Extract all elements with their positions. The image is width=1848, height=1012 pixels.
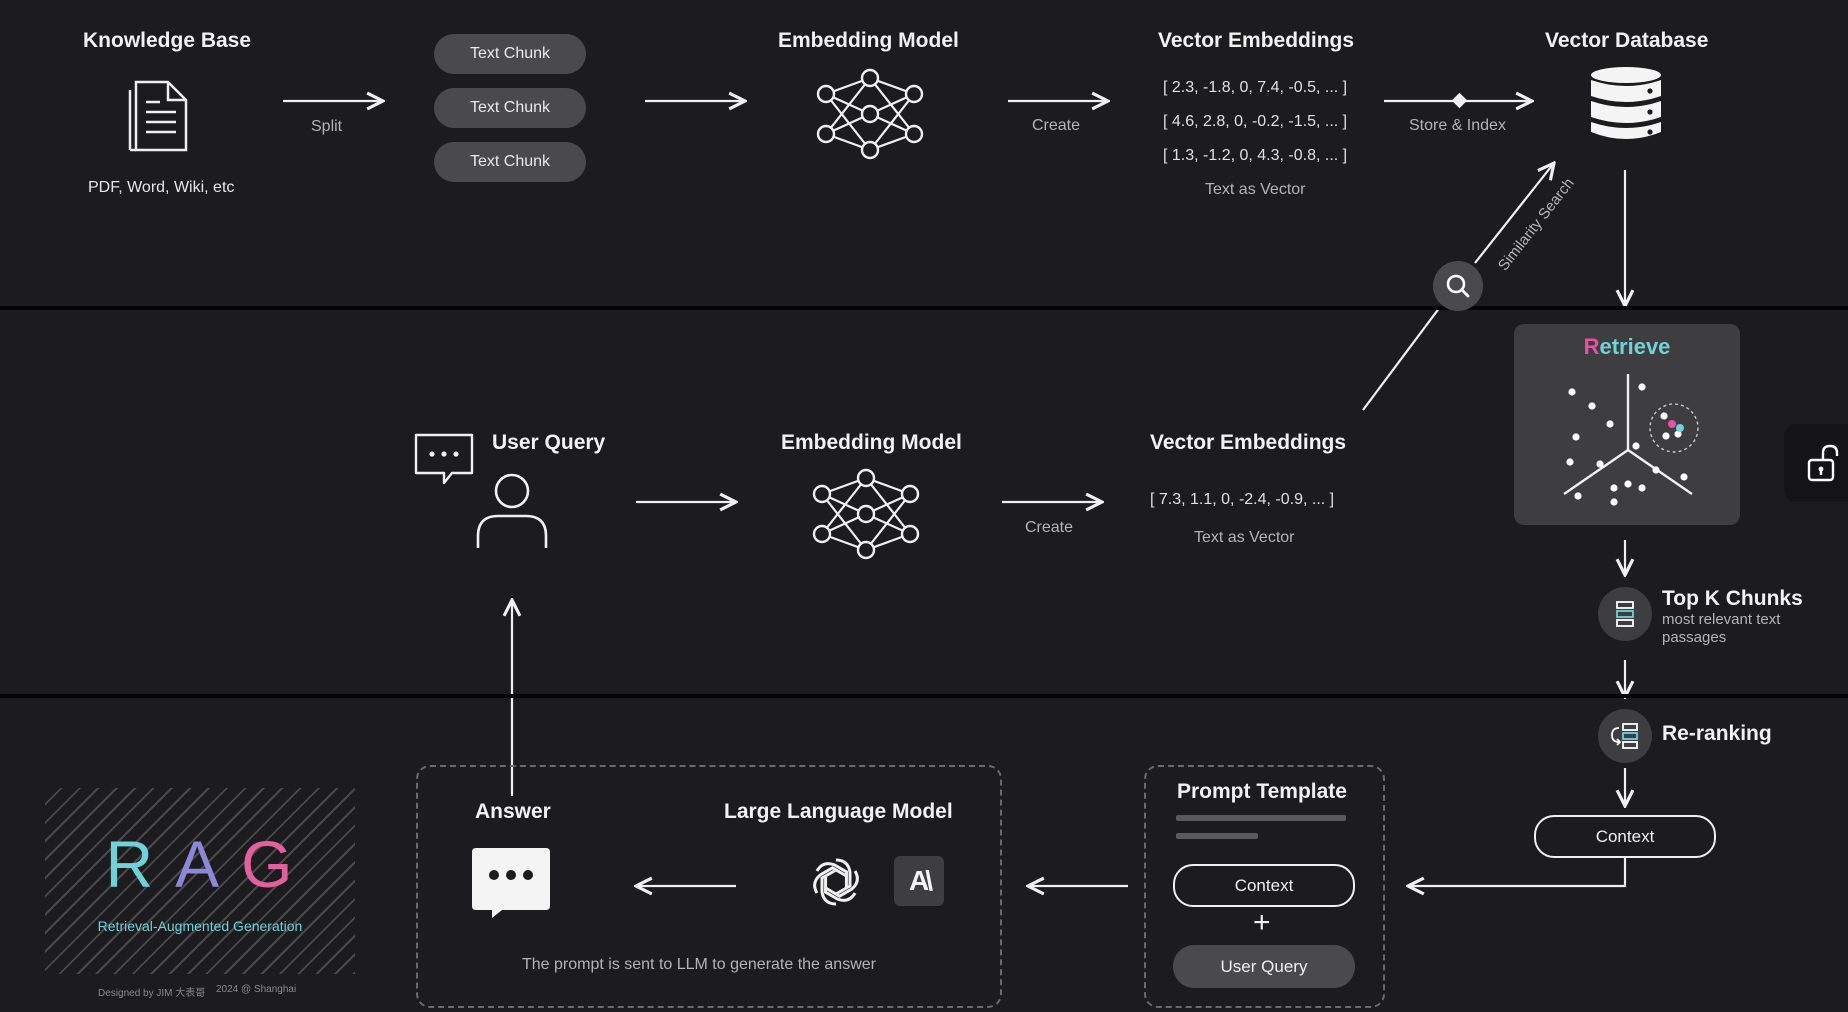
network-node: [900, 484, 920, 504]
network-node: [904, 124, 924, 144]
unlock-icon: [1807, 444, 1839, 482]
network-node: [856, 504, 876, 524]
neural-network-icon: [816, 68, 924, 169]
text-chunk-pill: Text Chunk: [434, 88, 586, 128]
split-label: Split: [311, 118, 343, 135]
vector-database-title: Vector Database: [1545, 29, 1709, 52]
rag-year: 2024 @ Shanghai: [216, 984, 297, 995]
plus-sign: +: [1253, 906, 1271, 939]
template-line: [1176, 833, 1258, 839]
reranking-title: Re-ranking: [1662, 722, 1772, 745]
prompt-user-query-pill: User Query: [1173, 945, 1355, 988]
network-node: [860, 140, 880, 160]
vector-space-plot: [1563, 374, 1699, 506]
prompt-template-box: [1144, 765, 1385, 1008]
network-node: [812, 524, 832, 544]
stack-icon: [1616, 601, 1634, 627]
text-chunk-pill: Text Chunk: [434, 142, 586, 182]
network-node: [816, 124, 836, 144]
openai-icon: [808, 854, 864, 915]
section-divider-top: [0, 306, 1848, 310]
embedding-model-title-top: Embedding Model: [778, 29, 959, 52]
network-node: [904, 84, 924, 104]
reranking-badge: [1598, 709, 1652, 763]
text-as-vector-caption-mid: Text as Vector: [1194, 529, 1295, 546]
retrieve-title: Retrieve: [1583, 334, 1671, 359]
text-as-vector-caption-top: Text as Vector: [1205, 181, 1306, 198]
rag-letters: RAG: [105, 827, 315, 901]
knowledge-base-title: Knowledge Base: [83, 29, 252, 52]
context-pill: Context: [1534, 815, 1716, 858]
rag-logo: RAG Retrieval-Augmented Generation: [45, 788, 355, 974]
similarity-arrow: [1474, 163, 1554, 264]
chat-bubble-icon: [414, 433, 476, 492]
answer-title: Answer: [475, 800, 551, 823]
network-node: [856, 468, 876, 488]
llm-caption: The prompt is sent to LLM to generate th…: [522, 956, 876, 973]
neural-network-icon: [812, 468, 920, 569]
store-index-label: Store & Index: [1409, 117, 1506, 134]
rag-subtitle: Retrieval-Augmented Generation: [97, 918, 303, 934]
anthropic-icon: A\: [894, 856, 944, 906]
vector-row: [ 1.3, -1.2, 0, 4.3, -0.8, ... ]: [1163, 147, 1348, 164]
network-node: [900, 524, 920, 544]
retrieve-card: Retrieve: [1514, 324, 1740, 525]
side-lock-tab[interactable]: [1784, 424, 1848, 502]
prompt-context-pill: Context: [1173, 864, 1355, 907]
template-line: [1176, 815, 1346, 821]
user-query-title: User Query: [492, 431, 606, 454]
database-icon: [1589, 66, 1663, 147]
create-label-top: Create: [1032, 117, 1081, 134]
network-node: [816, 84, 836, 104]
network-node: [860, 104, 880, 124]
network-node: [860, 68, 880, 88]
create-label-mid: Create: [1025, 519, 1074, 536]
vector-embeddings-title-top: Vector Embeddings: [1158, 29, 1355, 52]
llm-title: Large Language Model: [724, 800, 953, 823]
top-k-title: Top K Chunks: [1662, 587, 1803, 610]
store-diamond: [1451, 92, 1468, 109]
similarity-search-button: [1433, 261, 1483, 311]
section-divider-bottom: [0, 694, 1848, 698]
top-k-chunks-badge: [1598, 587, 1652, 641]
knowledge-base-caption: PDF, Word, Wiki, etc: [88, 179, 235, 196]
embedding-model-title-mid: Embedding Model: [781, 431, 962, 454]
llm-group-box: [416, 765, 1002, 1008]
rag-credit: Designed by JIM 大表哥: [98, 988, 206, 999]
document-icon: [126, 72, 198, 159]
vector-row: [ 7.3, 1.1, 0, -2.4, -0.9, ... ]: [1150, 491, 1335, 508]
user-icon: [474, 472, 550, 555]
top-k-line2: passages: [1662, 629, 1727, 646]
vector-row: [ 2.3, -1.8, 0, 7.4, -0.5, ... ]: [1163, 79, 1348, 96]
prompt-template-title: Prompt Template: [1177, 780, 1347, 803]
network-node: [812, 484, 832, 504]
search-icon: [1446, 274, 1470, 298]
context-to-prompt-arrow: [1408, 858, 1627, 886]
answer-bubble-icon: [472, 848, 550, 923]
text-chunk-pill: Text Chunk: [434, 34, 586, 74]
similarity-line-lower: [1362, 306, 1441, 411]
vector-embeddings-title-mid: Vector Embeddings: [1150, 431, 1347, 454]
network-node: [856, 540, 876, 560]
vector-row: [ 4.6, 2.8, 0, -0.2, -1.5, ... ]: [1163, 113, 1348, 130]
top-k-line1: most relevant text: [1662, 611, 1781, 628]
rerank-icon: [1611, 723, 1638, 749]
